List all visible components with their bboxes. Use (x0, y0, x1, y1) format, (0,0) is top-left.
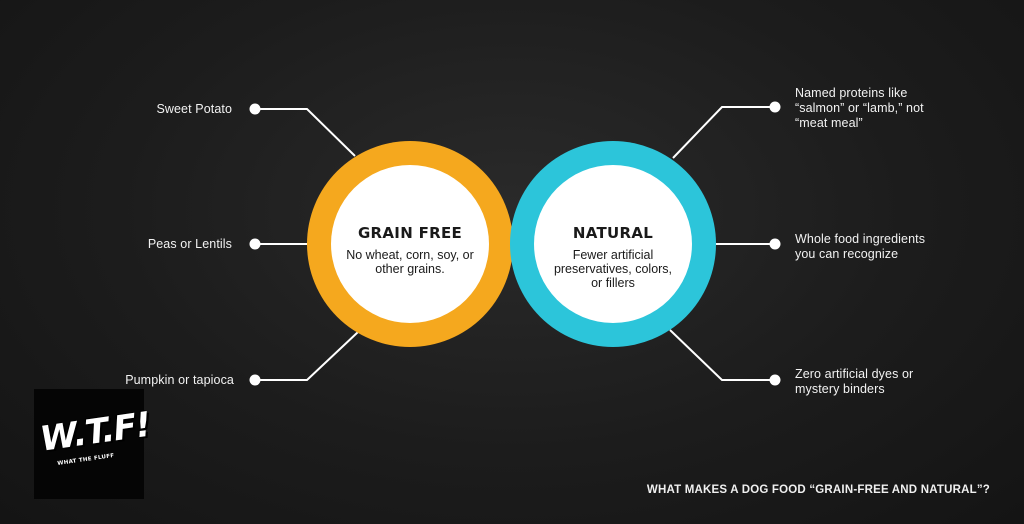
dot-left-bottom (249, 374, 261, 386)
grain-free-text: GRAIN FREE No wheat, corn, soy, or other… (345, 224, 475, 276)
left-item-peas-lentils: Peas or Lentils (147, 237, 232, 251)
right-item-zero-dyes: Zero artificial dyes or mystery binders (795, 367, 914, 396)
page-caption: WHAT MAKES A DOG FOOD “GRAIN-FREE AND NA… (646, 484, 990, 496)
natural-inner (534, 165, 692, 323)
connector-right-top (672, 106, 775, 159)
dot-left-top (249, 103, 261, 115)
dot-right-middle (769, 238, 781, 250)
natural-description: Fewer artificial preservatives, colors, … (553, 248, 673, 290)
connector-left-bottom (255, 331, 359, 381)
grain-free-inner (331, 165, 489, 323)
grain-free-description: No wheat, corn, soy, or other grains. (346, 248, 474, 276)
connector-left-top (255, 108, 356, 157)
natural-title: NATURAL (572, 224, 654, 242)
grain-free-title: GRAIN FREE (357, 224, 463, 242)
dot-right-bottom (769, 374, 781, 386)
wtf-logo: W.T.F! WHAT THE FLUFF (34, 389, 153, 499)
dot-right-top (769, 101, 781, 113)
connector-right-bottom (669, 329, 775, 381)
dot-left-middle (249, 238, 261, 250)
right-item-named-proteins: Named proteins like “salmon” or “lamb,” … (795, 86, 924, 130)
right-item-whole-food: Whole food ingredients you can recognize (795, 232, 926, 261)
left-item-sweet-potato: Sweet Potato (156, 102, 232, 116)
left-item-pumpkin-tapioca: Pumpkin or tapioca (125, 373, 234, 387)
natural-text: NATURAL Fewer artificial preservatives, … (553, 224, 673, 290)
